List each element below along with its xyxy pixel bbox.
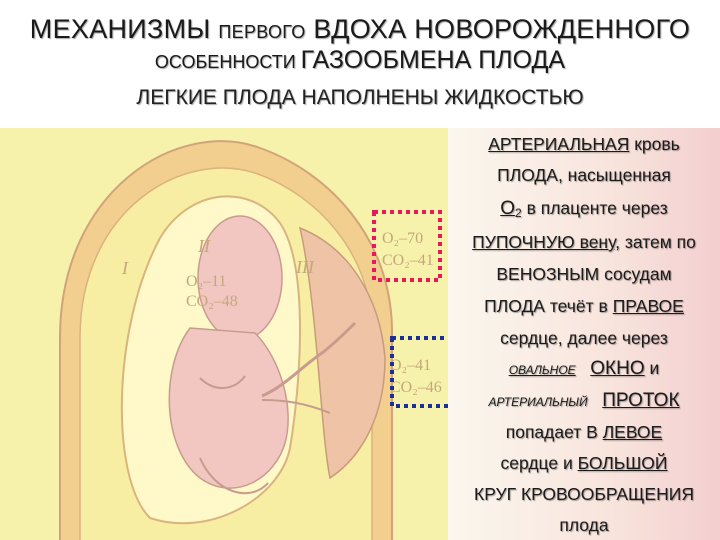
text-line-3: О2 в плаценте через [448, 198, 720, 220]
subtitle: ЛЕГКИЕ ПЛОДА НАПОЛНЕНЫ ЖИДКОСТЬЮ [0, 86, 720, 110]
title-line-2: ОСОБЕННОСТИ ГАЗООБМЕНА ПЛОДА [0, 46, 720, 75]
title-text: ОСОБЕННОСТИ [155, 52, 301, 72]
text-span: затем по [620, 232, 696, 252]
uterus-fetus-diagram: I II III O₂–11 CO₂–48 O₂–70 CO₂–41 O₂–41… [0, 128, 448, 540]
text-line-4: ПУПОЧНУЮ вену, затем по [448, 232, 720, 253]
text-span: О [500, 198, 515, 219]
text-span: попадает В [506, 422, 603, 442]
text-line-8: ОВАЛЬНОЕ ОКНО и [448, 358, 720, 380]
text-line-11: сердце и БОЛЬШОЙ [448, 453, 720, 474]
title-text: МЕХАНИЗМЫ [30, 14, 219, 44]
text-span: 2 [515, 206, 522, 220]
title-text: ГАЗООБМЕНА ПЛОДА [301, 46, 565, 74]
label-I: I [121, 258, 129, 278]
title-text: ВДОХА [306, 14, 415, 44]
text-span: ПЛОДА течёт в [484, 296, 613, 316]
text-span: ОКНО [590, 358, 644, 379]
red-co2-label: CO₂–41 [382, 252, 434, 269]
title-text: ПЕРВОГО [218, 22, 305, 42]
text-span: ОВАЛЬНОЕ [509, 363, 576, 377]
text-span: кровь [629, 134, 679, 154]
text-span: в плаценте через [522, 198, 668, 218]
text-span: и [645, 358, 660, 378]
fetus-o2-label: O₂–11 [186, 273, 227, 290]
text-span: ПРОТОК [602, 390, 679, 411]
text-line-12: КРУГ КРОВООБРАЩЕНИЯ [448, 484, 720, 505]
text-line-13: плода [448, 515, 720, 536]
text-span: АРТЕРИАЛЬНАЯ [488, 134, 629, 154]
text-line-2: ПЛОДА, насыщенная [448, 165, 720, 186]
text-span: ЛЕВОЕ [603, 422, 663, 442]
blue-co2-label: CO₂–46 [390, 379, 442, 396]
label-II: II [197, 236, 211, 256]
text-line-5: ВЕНОЗНЫМ сосудам [448, 264, 720, 285]
text-span: сердце и [501, 453, 578, 473]
fetus-co2-label: CO₂–48 [186, 293, 238, 310]
label-III: III [295, 257, 315, 277]
text-line-7: сердце, далее через [448, 328, 720, 349]
red-o2-label: O₂–70 [382, 230, 423, 247]
text-span: ПРАВОЕ [613, 296, 684, 316]
title-line-1: МЕХАНИЗМЫ ПЕРВОГО ВДОХА НОВОРОЖДЕННОГО [0, 14, 720, 45]
fetus-body [169, 328, 288, 488]
text-line-6: ПЛОДА течёт в ПРАВОЕ [448, 296, 720, 317]
text-line-10: попадает В ЛЕВОЕ [448, 422, 720, 443]
text-span: ПУПОЧНУЮ вену, [472, 232, 620, 252]
text-span: АРТЕРИАЛЬНЫЙ [488, 395, 587, 409]
text-line-1: АРТЕРИАЛЬНАЯ кровь [448, 134, 720, 155]
title-text: НОВОРОЖДЕННОГО [414, 14, 690, 44]
text-line-9: АРТЕРИАЛЬНЫЙ ПРОТОК [448, 390, 720, 412]
text-span: БОЛЬШОЙ [578, 453, 668, 473]
blue-o2-label: O₂–41 [390, 357, 431, 374]
